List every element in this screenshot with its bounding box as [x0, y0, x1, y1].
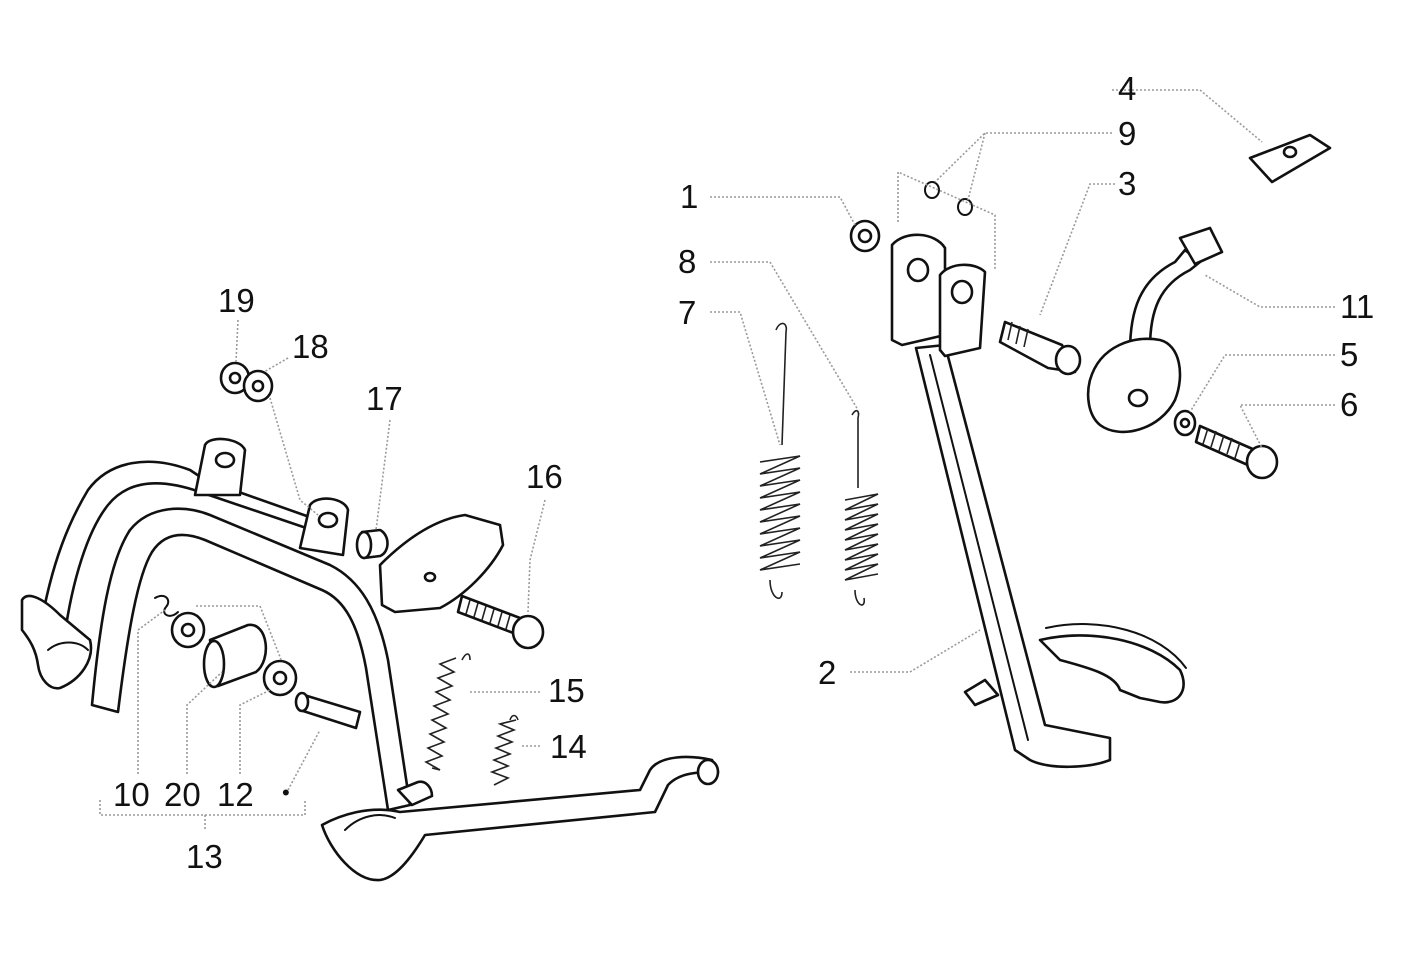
- callout-1: 1: [680, 178, 698, 215]
- callout-labels: 19 18 17 16 15 14 10 20 12 • 13 1 8 7 2 …: [113, 70, 1374, 875]
- washer-12: [262, 659, 298, 697]
- callout-15: 15: [548, 672, 585, 709]
- callout-4: 4: [1118, 70, 1136, 107]
- bolt-16: [456, 594, 545, 650]
- callout-11: 11: [1340, 288, 1374, 325]
- bushing-20: [202, 623, 268, 689]
- kit-marker: •: [282, 780, 290, 805]
- spring-14: [489, 714, 519, 786]
- callout-5: 5: [1340, 336, 1358, 373]
- bushing-1: [849, 219, 881, 253]
- callout-3: 3: [1118, 165, 1136, 202]
- center-stand: [20, 437, 720, 882]
- callout-12: 12: [217, 776, 254, 813]
- ring-9a: [924, 181, 940, 199]
- switch-11: [1086, 226, 1224, 434]
- callout-14: 14: [550, 728, 587, 765]
- callout-6: 6: [1340, 386, 1358, 423]
- callout-20: 20: [164, 776, 201, 813]
- callout-19: 19: [218, 282, 255, 319]
- bushing-17: [355, 528, 389, 560]
- spring-8: [844, 409, 879, 606]
- screw-6: [1194, 424, 1279, 480]
- callout-16: 16: [526, 458, 563, 495]
- washer-5: [1173, 409, 1197, 437]
- spring-15: [424, 653, 471, 771]
- washer-18: [242, 369, 274, 403]
- washer-10: [170, 611, 206, 649]
- spring-7: [759, 322, 801, 600]
- callout-18: 18: [292, 328, 329, 365]
- clip: [154, 594, 179, 617]
- leader-lines: [137, 89, 1335, 791]
- plate-4: [1248, 133, 1332, 184]
- callout-13: 13: [186, 838, 223, 875]
- callout-2: 2: [818, 654, 836, 691]
- bracket-13: [99, 800, 306, 830]
- callout-9: 9: [1118, 115, 1136, 152]
- callout-10: 10: [113, 776, 150, 813]
- callout-7: 7: [678, 294, 696, 331]
- stop-plate: [378, 513, 505, 614]
- callout-8: 8: [678, 243, 696, 280]
- bracket-9: [897, 170, 996, 270]
- side-stand: [890, 233, 1187, 769]
- callout-17: 17: [366, 380, 403, 417]
- pin-3: [998, 320, 1082, 376]
- ring-9b: [957, 198, 973, 216]
